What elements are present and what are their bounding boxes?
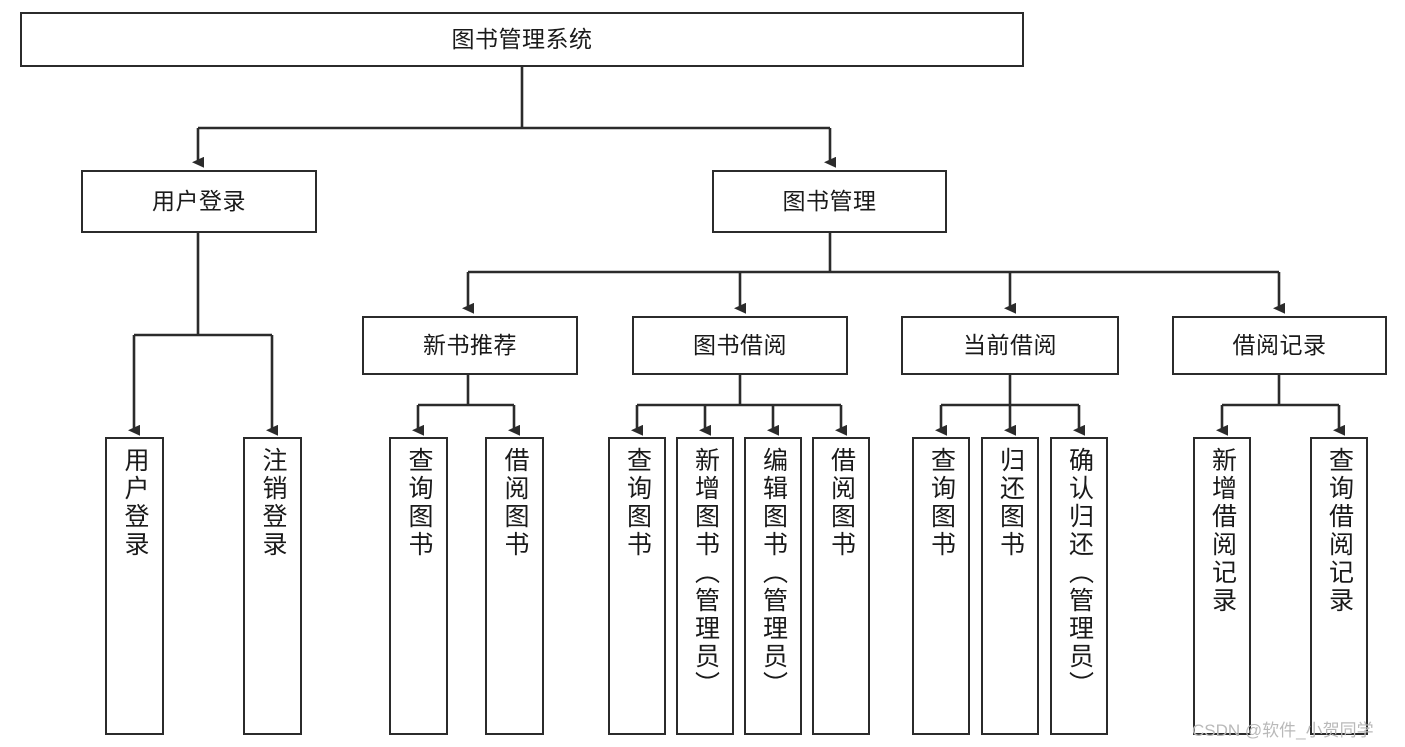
node-label: 查询图书 <box>623 447 652 559</box>
node-current-borrow[interactable]: 当前借阅 <box>901 316 1119 375</box>
node-label: 借阅图书 <box>501 447 529 559</box>
leaf-current-return-book[interactable]: 归还图书 <box>981 437 1039 735</box>
node-label: 新增借阅记录 <box>1208 447 1237 615</box>
node-label: 借阅记录 <box>1232 332 1327 359</box>
node-label: 查询图书 <box>405 447 433 559</box>
node-label: 借阅图书 <box>827 447 856 559</box>
leaf-user-logout[interactable]: 注销登录 <box>243 437 302 735</box>
node-label: 查询图书 <box>927 447 956 559</box>
leaf-current-query-book[interactable]: 查询图书 <box>912 437 970 735</box>
csdn-watermark: CSDN @软件_小贺同学 <box>1192 721 1374 740</box>
node-book-management[interactable]: 图书管理 <box>712 170 947 233</box>
leaf-user-login[interactable]: 用户登录 <box>105 437 164 735</box>
leaf-borrow-borrow-book[interactable]: 借阅图书 <box>812 437 870 735</box>
node-label: 用户登录 <box>152 188 246 215</box>
node-label: 用户登录 <box>121 447 149 559</box>
leaf-borrow-edit-book-admin[interactable]: 编辑图书（管理员） <box>744 437 802 735</box>
leaf-recommend-query-book[interactable]: 查询图书 <box>389 437 448 735</box>
leaf-current-confirm-return-admin[interactable]: 确认归还（管理员） <box>1050 437 1108 735</box>
node-label: 确认归还（管理员） <box>1065 447 1094 699</box>
node-borrow-record[interactable]: 借阅记录 <box>1172 316 1387 375</box>
node-label: 注销登录 <box>259 447 287 559</box>
node-label: 新书推荐 <box>423 332 517 359</box>
node-root-book-management-system[interactable]: 图书管理系统 <box>20 12 1024 67</box>
leaf-record-query-borrow-record[interactable]: 查询借阅记录 <box>1310 437 1368 735</box>
node-label: 图书管理 <box>782 188 877 215</box>
node-label: 编辑图书（管理员） <box>759 447 788 699</box>
node-label: 归还图书 <box>996 447 1025 559</box>
node-label: 图书管理系统 <box>451 26 593 53</box>
node-label: 查询借阅记录 <box>1325 447 1354 615</box>
node-book-borrow[interactable]: 图书借阅 <box>632 316 848 375</box>
node-label: 当前借阅 <box>963 332 1057 359</box>
leaf-borrow-add-book-admin[interactable]: 新增图书（管理员） <box>676 437 734 735</box>
leaf-borrow-query-book[interactable]: 查询图书 <box>608 437 666 735</box>
node-label: 图书借阅 <box>693 332 787 359</box>
leaf-recommend-borrow-book[interactable]: 借阅图书 <box>485 437 544 735</box>
node-label: 新增图书（管理员） <box>691 447 720 699</box>
leaf-record-add-borrow-record[interactable]: 新增借阅记录 <box>1193 437 1251 735</box>
node-new-book-recommend[interactable]: 新书推荐 <box>362 316 578 375</box>
node-user-login[interactable]: 用户登录 <box>81 170 317 233</box>
